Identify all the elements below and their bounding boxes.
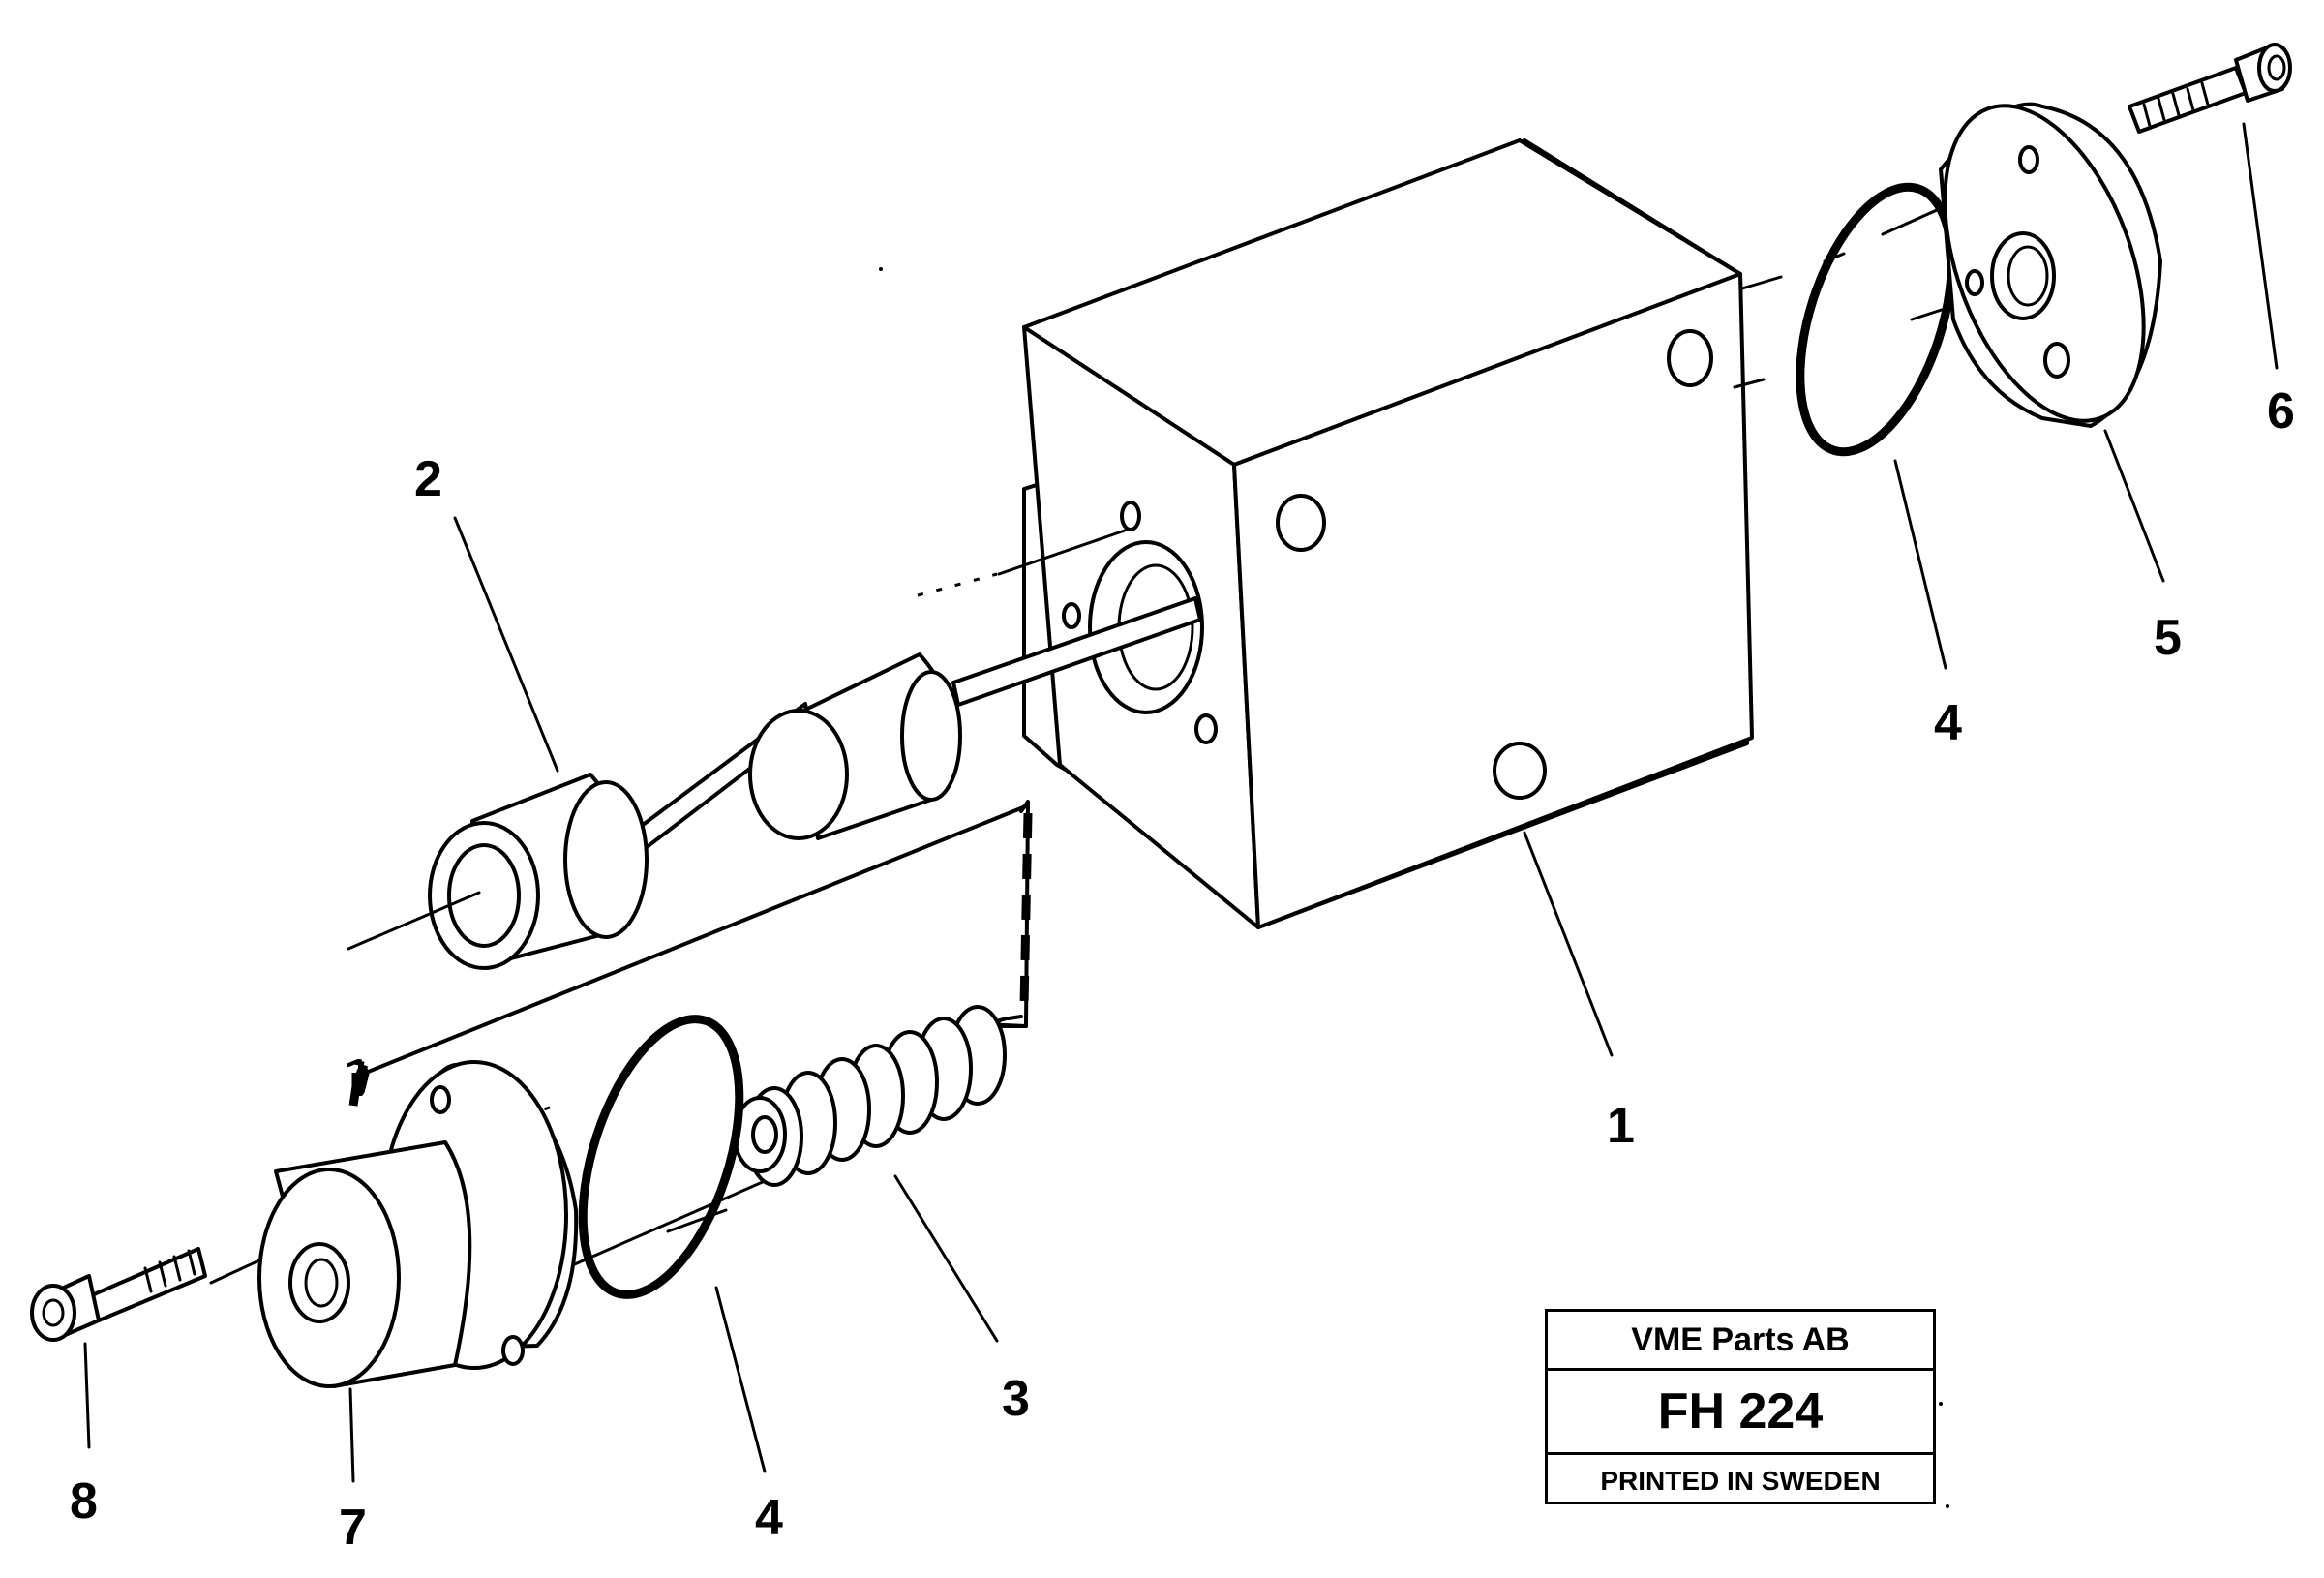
callout-5: 5 bbox=[2154, 610, 2182, 666]
end-cover-left bbox=[257, 1060, 579, 1388]
callout-4-left: 4 bbox=[755, 1490, 783, 1546]
o-ring-right bbox=[1796, 182, 1956, 457]
callout-8: 8 bbox=[70, 1473, 98, 1530]
callout-leader-lines bbox=[83, 122, 2279, 1483]
end-cover-right bbox=[1939, 102, 2162, 428]
stamp-printed: PRINTED IN SWEDEN bbox=[1600, 1466, 1881, 1496]
callout-labels: 1 2 3 4 4 5 6 7 8 bbox=[70, 383, 2295, 1556]
callout-2: 2 bbox=[414, 451, 442, 507]
scan-specks bbox=[879, 267, 1949, 1508]
callout-6: 6 bbox=[2267, 383, 2295, 440]
stamp-company: VME Parts AB bbox=[1548, 1312, 1933, 1371]
screw-left bbox=[30, 1247, 207, 1342]
publisher-stamp: VME Parts AB FH 224 PRINTED IN SWEDEN bbox=[1545, 1309, 1936, 1504]
callout-4-right: 4 bbox=[1934, 695, 1962, 751]
valve-housing-block bbox=[1022, 138, 1754, 929]
callout-7: 7 bbox=[339, 1500, 367, 1556]
screw-right bbox=[2128, 43, 2292, 134]
callout-1: 1 bbox=[1607, 1098, 1635, 1154]
o-ring-left bbox=[578, 1015, 744, 1299]
spool bbox=[428, 596, 1202, 970]
spring bbox=[733, 1005, 1023, 1187]
callout-3: 3 bbox=[1002, 1371, 1030, 1427]
stamp-code: FH 224 bbox=[1548, 1371, 1933, 1455]
dashed-assembly-bracket bbox=[347, 800, 1033, 1107]
